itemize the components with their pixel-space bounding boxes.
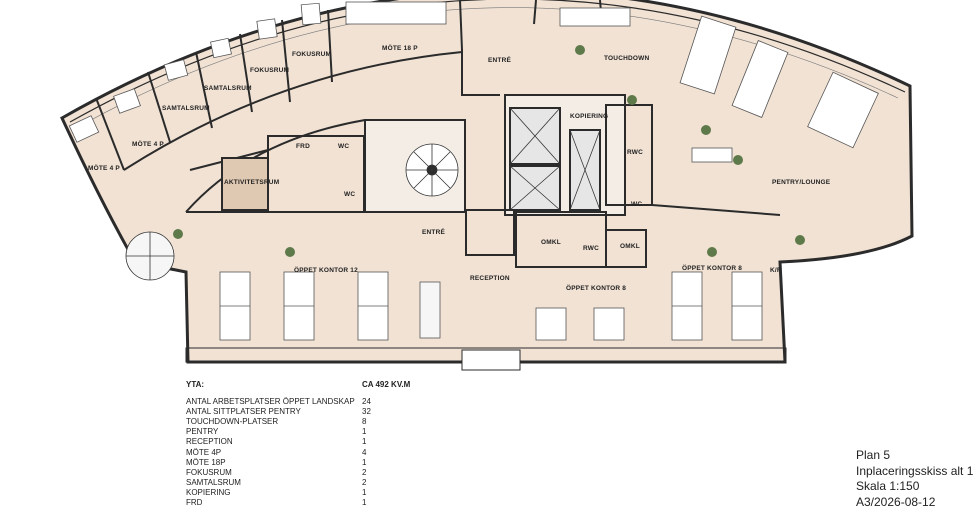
facade-curve [69,0,906,123]
label-fokusrum-b: FOKUSRUM [292,51,331,58]
label-rwc: RWC [627,149,643,156]
label-fokusrum-a: FOKUSRUM [250,67,289,74]
label-wc-b: WC [344,191,355,198]
label-omkl-b: OMKL [620,243,640,250]
label-omkl-a: OMKL [541,239,561,246]
floor-area [60,0,914,364]
label-mote4p-a: MÖTE 4 P [88,163,120,172]
stats-row-label: ANTAL SITTPLATSER PENTRY [186,407,301,417]
label-wc-c: WC [631,201,642,208]
stats-row-label: FRD [186,498,203,508]
label-mote4p-b: MÖTE 4 P [132,139,164,148]
stats-row-value: 1 [362,427,367,437]
stats-row-value: 1 [362,437,367,447]
stats-row: KOPIERING 1 [186,488,426,498]
label-entre-top: ENTRÉ [488,55,511,64]
arc-room-furniture [68,1,447,143]
label-samtalsrum-b: SAMTALSRUM [204,85,252,92]
stats-row-value: 4 [362,447,367,457]
label-frd: FRD [296,143,310,150]
stats-row-value: 32 [362,407,371,417]
stats-row: FRD 1 [186,498,426,508]
label-kopiering: KOPIERING [570,113,608,120]
stats-row-label: MÖTE 4P [186,447,222,457]
floor-plan: MÖTE 4 P MÖTE 4 P SAMTALSRUM SAMTALSRUM … [60,0,914,371]
plan-scale: Skala 1:150 [856,479,920,493]
stats-row: SAMTALSRUM 2 [186,478,426,488]
stats-row-label: FOKUSRUM [186,467,232,477]
stats-row-label: RECEPTION [186,437,233,447]
stats-row: MÖTE 18P 1 [186,458,426,468]
stats-row-label: PENTRY [186,427,219,437]
stats-row-value: 2 [362,477,367,487]
stats-row-value: 2 [362,467,367,477]
label-mote18p: MÖTE 18 P [382,43,418,52]
stats-row-label: TOUCHDOWN-PLATSER [186,417,279,427]
elevators [509,107,601,211]
label-oppet-kontor-8-center: ÖPPET KONTOR 8 [566,283,626,292]
label-kf: K/F [770,267,781,274]
label-oppet-kontor-8-right: ÖPPET KONTOR 8 [682,263,742,272]
facade-windows [185,347,787,371]
stats-header-label: YTA: [186,380,205,389]
stats-row: TOUCHDOWN-PLATSER 8 [186,417,426,427]
label-rwc-b: RWC [583,245,599,252]
stats-row: MÖTE 4P 4 [186,448,426,458]
stats-row: ANTAL ARBETSPLATSER ÖPPET LANDSKAP 24 [186,397,426,407]
pentry-furniture [559,7,879,163]
stats-row-value: 1 [362,487,367,497]
plan-title: Plan 5 [856,448,891,462]
stats-row-value: 1 [362,457,367,467]
stats-header: YTA: CA 492 KV.M [186,380,426,390]
plants [173,45,805,257]
stats-row-label: MÖTE 18P [186,457,226,467]
stats-row-value: 1 [362,498,367,508]
label-pentry-lounge: PENTRY/LOUNGE [772,179,831,186]
label-oppet-kontor-12: ÖPPET KONTOR 12 [294,265,358,274]
stats-row-value: 24 [362,397,371,407]
title-block: Plan 5 Inplaceringsskiss alt 1 Skala 1:1… [856,448,973,510]
stats-header-value: CA 492 KV.M [362,380,411,389]
arc-room-walls [95,0,603,213]
stats-row: RECEPTION 1 [186,437,426,447]
label-samtalsrum-a: SAMTALSRUM [162,105,210,112]
stats-row: PENTRY 1 [186,427,426,437]
stats-row-value: 8 [362,417,367,427]
desk-clusters [219,271,763,341]
label-wc-a: WC [338,143,349,150]
area-statistics: YTA: CA 492 KV.M ANTAL ARBETSPLATSER ÖPP… [186,380,426,508]
label-entre-mid: ENTRÉ [422,227,445,236]
label-aktivitetsrum: AKTIVITETSRUM [224,179,279,186]
stats-row: FOKUSRUM 2 [186,468,426,478]
plan-sheet-date: A3/2026-08-12 [856,494,936,509]
stats-row-label: ANTAL ARBETSPLATSER ÖPPET LANDSKAP [186,397,355,407]
stats-row-label: SAMTALSRUM [186,477,241,487]
label-touchdown: TOUCHDOWN [604,55,649,62]
stats-row-label: KOPIERING [186,487,231,497]
spiral-stair [125,143,459,281]
stats-row: ANTAL SITTPLATSER PENTRY 32 [186,407,426,417]
plan-subtitle: Inplaceringsskiss alt 1 [856,463,974,478]
label-reception: RECEPTION [470,275,510,282]
